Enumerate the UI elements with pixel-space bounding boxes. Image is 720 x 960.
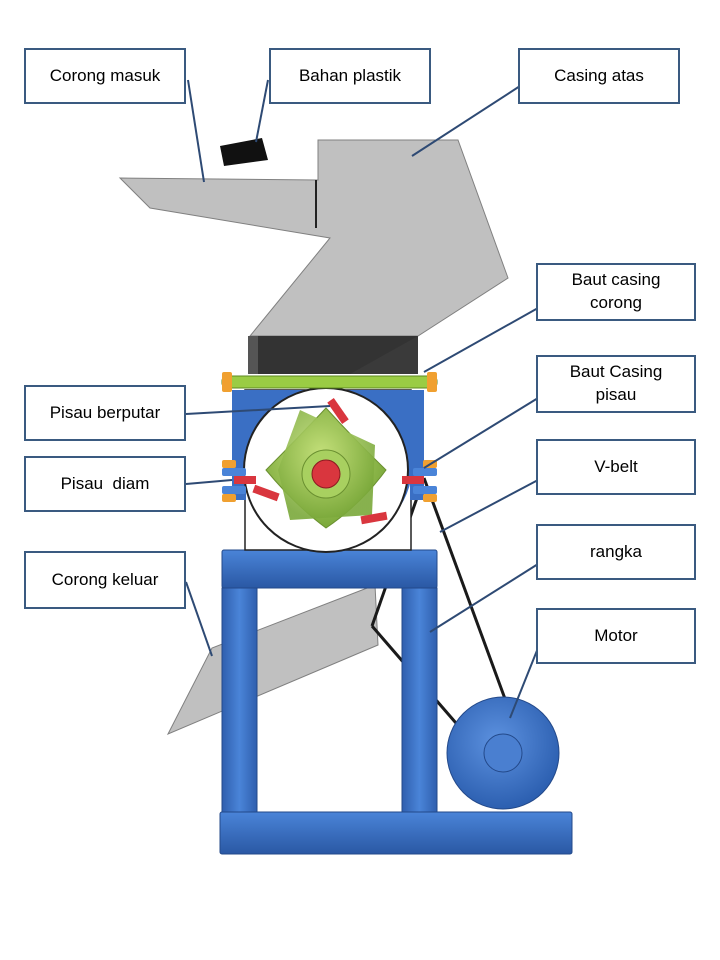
motor-pulley — [483, 733, 523, 773]
frame-right-leg — [401, 587, 438, 814]
frame — [219, 549, 573, 855]
bolt-right-top — [427, 372, 437, 392]
label-rangka: rangka — [536, 524, 696, 580]
label-baut-casing-pisau: Baut Casing pisau — [536, 355, 696, 413]
rotor-blade-right — [360, 511, 388, 525]
label-casing-atas: Casing atas — [518, 48, 680, 104]
label-rangka-text: rangka — [590, 541, 642, 561]
label-baut-casing-corong: Baut casing corong — [536, 263, 696, 321]
casing-throat-shade — [258, 336, 418, 374]
leader-corong-keluar — [185, 581, 213, 657]
label-bahan-plastik: Bahan plastik — [269, 48, 431, 104]
leader-baut-casing-corong — [423, 307, 539, 373]
leader-pisau-berputar — [185, 405, 331, 415]
rotating-knife — [252, 398, 388, 529]
leader-corong-masuk — [187, 79, 205, 183]
leader-casing-atas — [411, 85, 521, 157]
rotor-blade-left — [252, 484, 280, 502]
hopper-casing-bolt-bar — [221, 375, 438, 389]
bolt-left-top — [222, 372, 232, 392]
frame-left-leg — [221, 587, 258, 814]
label-baut-casing-corong-text: Baut casing corong — [571, 270, 661, 312]
label-pisau-diam-text: Pisau diam — [60, 473, 150, 493]
label-bahan-plastik-text: Bahan plastik — [298, 65, 402, 85]
plastic-material — [220, 138, 268, 166]
outlet-chute — [166, 584, 379, 735]
rotor-shaft — [311, 459, 341, 489]
label-pisau-berputar: Pisau berputar — [24, 385, 186, 441]
leader-v-belt — [439, 479, 539, 533]
label-v-belt-text: V-belt — [594, 456, 638, 476]
leader-bahan-plastik — [255, 79, 269, 143]
label-corong-keluar-text: Corong keluar — [51, 569, 159, 589]
label-casing-atas-text: Casing atas — [554, 65, 644, 85]
label-baut-casing-pisau-text: Baut Casing pisau — [569, 362, 663, 404]
motor — [446, 696, 560, 810]
leader-motor — [509, 647, 539, 719]
fixed-knife-right — [402, 476, 424, 484]
leader-lines — [185, 79, 539, 719]
label-motor: Motor — [536, 608, 696, 664]
label-corong-masuk-text: Corong masuk — [49, 65, 161, 85]
fixed-knife-left — [234, 476, 256, 484]
upper-casing — [118, 139, 509, 337]
frame-top-beam — [221, 549, 438, 589]
leader-pisau-diam — [185, 479, 233, 485]
label-pisau-berputar-text: Pisau berputar — [49, 402, 161, 422]
label-corong-keluar: Corong keluar — [24, 551, 186, 609]
label-corong-masuk: Corong masuk — [24, 48, 186, 104]
rotor-blade-top — [327, 398, 349, 424]
leader-rangka — [429, 563, 539, 633]
leader-baut-casing-pisau — [423, 397, 539, 469]
frame-base-beam — [219, 811, 573, 855]
label-pisau-diam: Pisau diam — [24, 456, 186, 512]
label-v-belt: V-belt — [536, 439, 696, 495]
label-motor-text: Motor — [594, 625, 638, 645]
casing-throat-edge — [248, 336, 258, 374]
